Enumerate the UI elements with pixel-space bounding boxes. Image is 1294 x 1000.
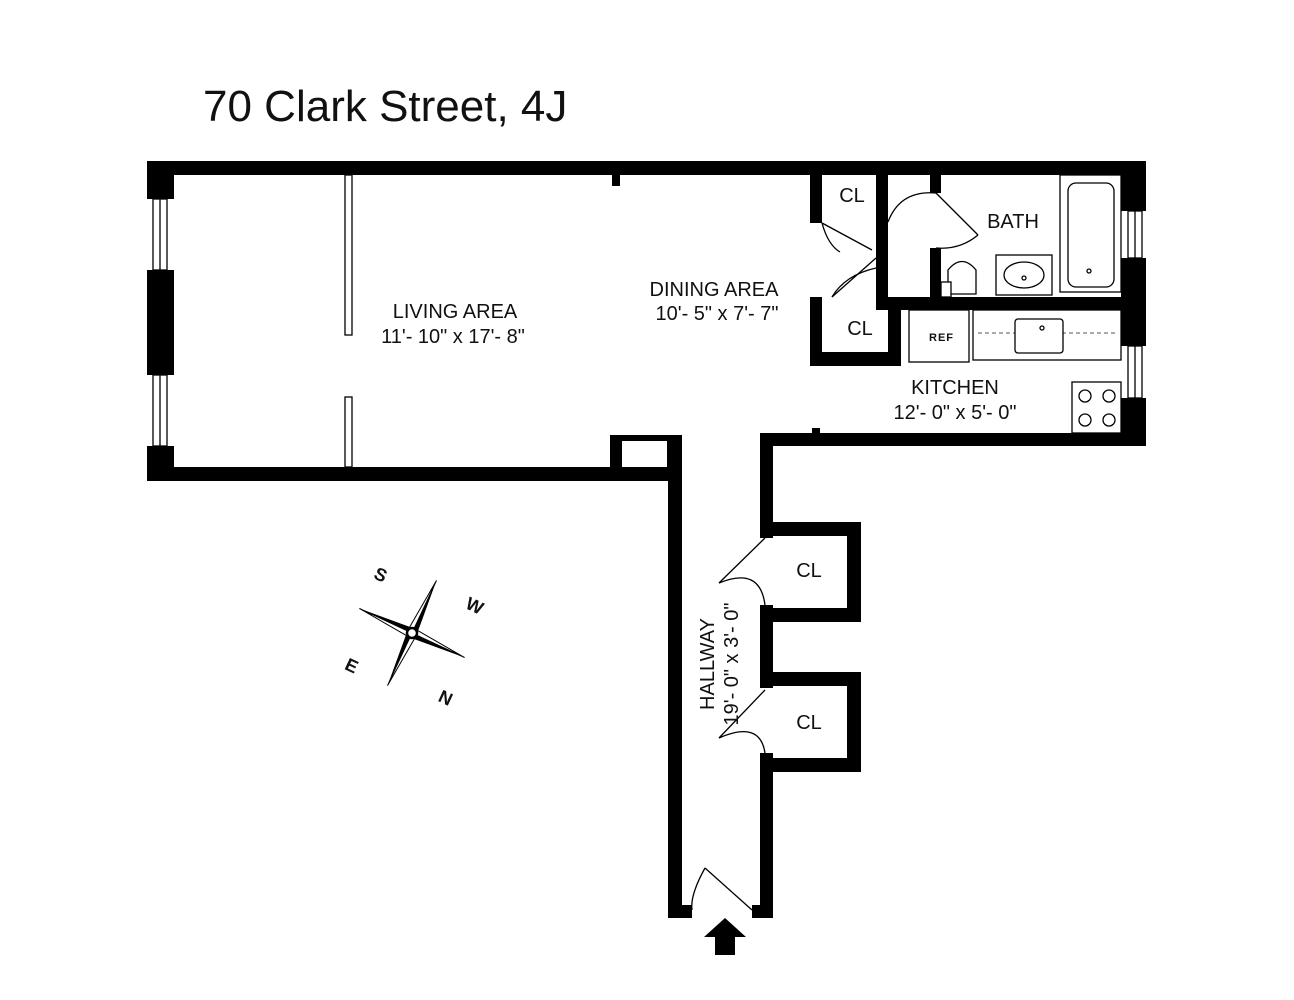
- bath-name: BATH: [987, 211, 1039, 233]
- living-area-dims: 11'- 10" x 17'- 8": [381, 326, 525, 348]
- dining-area-name: DINING AREA: [650, 279, 780, 301]
- closet-label: CL: [796, 560, 822, 582]
- compass-rose-icon: [359, 580, 465, 686]
- hallway-closet-doors: [718, 537, 766, 754]
- entry-door: [668, 867, 773, 918]
- kitchen-dims: 12'- 0" x 5'- 0": [894, 402, 1017, 424]
- plan-title: 70 Clark Street, 4J: [203, 82, 567, 131]
- entry-arrow-icon: [704, 918, 746, 955]
- closet-label: CL: [839, 185, 865, 207]
- kitchen-name: KITCHEN: [911, 377, 999, 399]
- compass-west: W: [463, 593, 487, 618]
- compass-east: E: [342, 654, 361, 677]
- compass-south: S: [371, 563, 390, 586]
- bath-fixtures: [940, 174, 1122, 298]
- living-area-name: LIVING AREA: [393, 301, 518, 323]
- kitchen-fixtures: REF: [908, 309, 1122, 434]
- bath-door: [887, 192, 979, 249]
- hallway-name: HALLWAY: [697, 618, 719, 710]
- closet-label: CL: [796, 712, 822, 734]
- hallway-walls: [668, 433, 861, 918]
- compass-north: N: [435, 686, 455, 710]
- refrigerator-label: REF: [929, 332, 954, 344]
- dining-area-dims: 10'- 5" x 7'- 7": [656, 303, 779, 325]
- closet-label: CL: [847, 318, 873, 340]
- dining-closet-doors: [821, 222, 877, 298]
- dining-closet-walls: [810, 175, 1122, 366]
- windows: [152, 198, 1143, 447]
- hallway-dims: 19'- 0" x 3'- 0": [721, 603, 743, 726]
- exterior-walls: [147, 161, 1146, 481]
- living-half-walls: [344, 174, 353, 468]
